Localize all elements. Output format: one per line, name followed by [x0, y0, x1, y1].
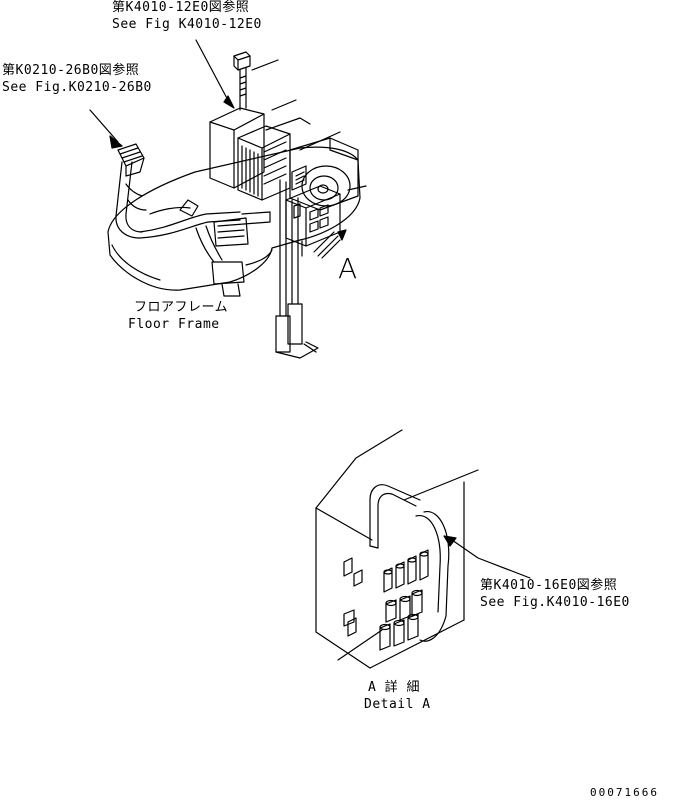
wire-harness — [115, 161, 271, 297]
floor-frame-label-en: Floor Frame — [128, 317, 220, 332]
blower-unit — [289, 137, 359, 211]
view-arrow — [313, 229, 347, 259]
ref1-label-jp: 第K4010-12E0図参照 — [112, 0, 250, 15]
floor-frame-label-jp: フロアフレーム — [134, 300, 229, 315]
bolt — [233, 51, 251, 111]
leader-lines — [89, 39, 367, 191]
detail-a-bracket — [369, 484, 421, 549]
ref3-label-en: See Fig.K4010-16E0 — [480, 595, 630, 610]
detail-a-panel — [315, 429, 479, 669]
detail-a-label-en: Detail A — [364, 697, 431, 712]
detail-a-relays — [337, 549, 429, 661]
ref2-label-en: See Fig.K0210-26B0 — [2, 80, 152, 95]
detail-a-leader — [443, 535, 531, 579]
ref3-label-jp: 第K4010-16E0図参照 — [480, 578, 618, 593]
detail-a-label-jp: A 詳 細 — [368, 680, 420, 695]
vertical-rods — [275, 179, 319, 359]
ref2-label-jp: 第K0210-26B0図参照 — [2, 63, 140, 78]
view-letter-a: A — [338, 252, 358, 285]
left-connector — [117, 143, 145, 177]
ref1-label-en: See Fig K4010-12E0 — [112, 17, 262, 32]
electrical-box — [209, 107, 311, 201]
floor-frame — [107, 146, 361, 291]
drawing-code: 00071666 — [590, 786, 659, 799]
